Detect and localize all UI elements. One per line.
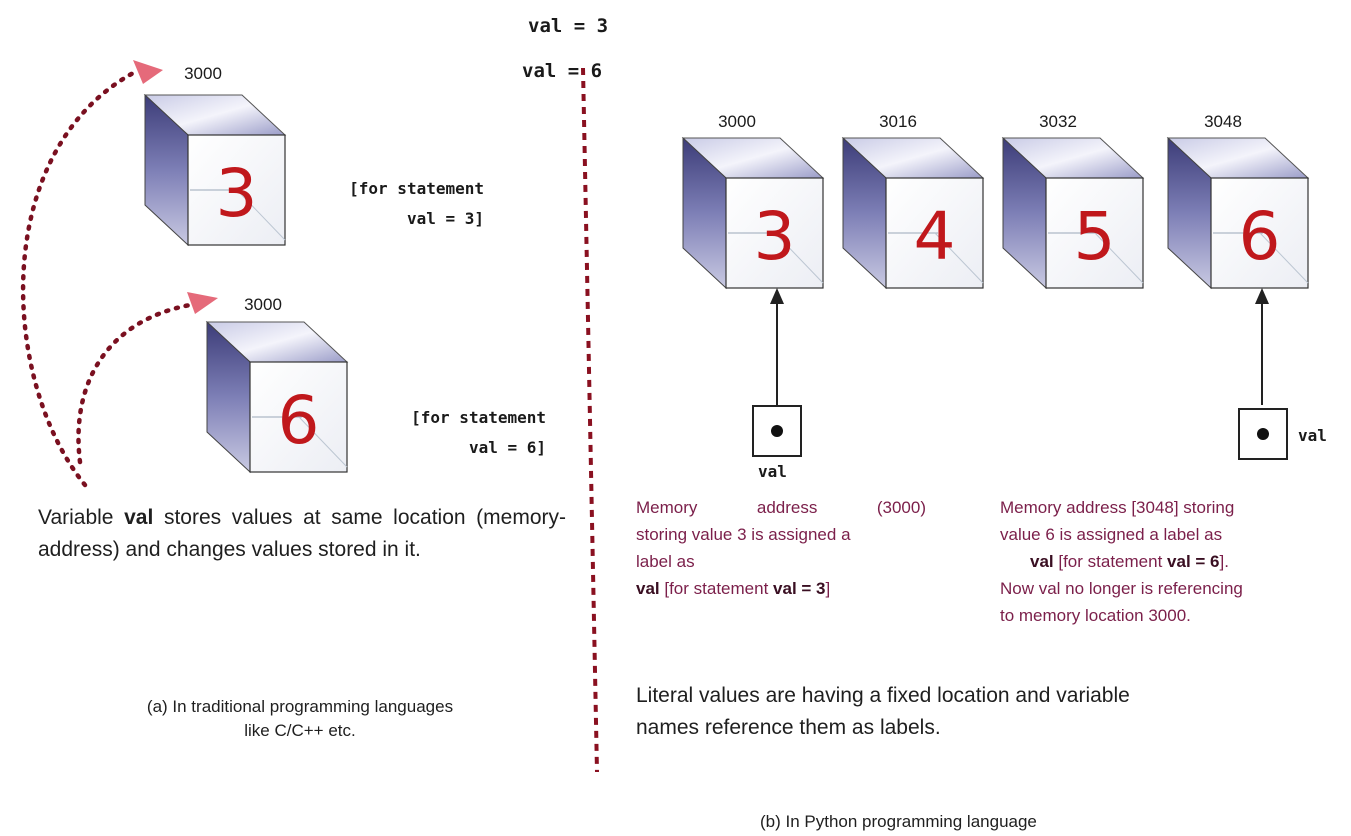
left-cube-1-digit: 3 [215,155,258,232]
note-right-end: ]. [1219,552,1229,571]
right-cube-2-digit: 4 [913,198,956,275]
left-caption: (a) In traditional programming languages… [40,695,560,743]
pointer-right-dot [1257,428,1269,440]
left-cube-2-statement: [for statement val = 6] [360,403,546,463]
note-left-line1: Memory address (3000) [636,498,926,517]
note-right-line5: to memory location 3000. [1000,606,1191,625]
left-arrow-outer [20,69,138,488]
note-right-line1: Memory address [3048] storing [1000,498,1235,517]
note-right-bold-stmt: val = 6 [1167,552,1220,571]
left-caption-line1: (a) In traditional programming languages [146,697,454,716]
note-right-line3: val [for statement val = 6]. [1000,548,1345,575]
note-right-line2: value 6 is assigned a label as [1000,525,1223,544]
note-left-line3: label as [636,552,695,571]
pointer-right-arrowhead [1255,288,1269,304]
note-right: Memory address [3048] storing value 6 is… [1000,494,1345,629]
note-left-line4: val [for statement val = 3] [636,575,936,602]
note-left-bold-stmt: val = 3 [773,579,826,598]
right-cube-1-address: 3000 [718,112,756,131]
note-left-line2: storing value 3 is assigned a [636,525,851,544]
right-cube-3-address: 3032 [1039,112,1077,131]
right-cube-1-digit: 3 [753,198,796,275]
left-arrow-inner [76,302,193,465]
right-cube-4-digit: 6 [1238,198,1281,275]
left-cube-2-statement-line2: val = 6] [468,438,546,457]
left-description: Variable val stores values at same locat… [38,502,566,566]
left-description-prefix: Variable [38,506,125,529]
right-caption: (b) In Python programming language [760,812,1037,831]
left-cube-1-statement-line1: [for statement [349,179,484,198]
note-right-line4: Now val no longer is referencing [1000,579,1243,598]
left-cube-2-address: 3000 [244,295,282,314]
left-cube-1-address: 3000 [184,64,222,83]
pointer-right-box [1238,408,1288,460]
pointer-left-arrowhead [770,288,784,304]
note-left-mid: [for statement [659,579,774,598]
left-arrowhead-outer [133,60,163,84]
left-cube-1-statement: [for statement val = 3] [300,174,484,234]
note-right-mid: [for statement [1053,552,1168,571]
note-right-bold-val: val [1030,552,1054,571]
left-caption-line2: like C/C++ etc. [244,721,356,740]
pointer-left-dot [771,425,783,437]
note-left-bold-val: val [636,579,660,598]
top-code-line1: val = 3 [528,15,609,37]
panel-divider [581,67,599,773]
note-left-end: ] [825,579,831,598]
right-cube-3-digit: 5 [1073,198,1116,275]
literal-line1: Literal values are having a fixed locati… [636,684,1130,707]
left-description-bold: val [124,506,154,529]
pointer-left-label: val [758,462,787,481]
literal-line2: names reference them as labels. [636,716,941,739]
left-cube-1-statement-line2: val = 3] [406,209,484,228]
pointer-right-label: val [1298,426,1327,445]
right-cube-2-address: 3016 [879,112,917,131]
left-cube-2-statement-line1: [for statement [411,408,546,427]
right-cube-4-address: 3048 [1204,112,1242,131]
left-cube-2-digit: 6 [277,382,320,459]
left-arrowhead-inner [187,292,218,314]
top-code-line2: val = 6 [522,60,603,82]
pointer-left-box [752,405,802,457]
left-description-rest: stores values at same location (memory-a… [38,506,567,561]
literal-statement: Literal values are having a fixed locati… [636,680,1336,744]
note-left: Memory address (3000) storing value 3 is… [636,494,936,602]
